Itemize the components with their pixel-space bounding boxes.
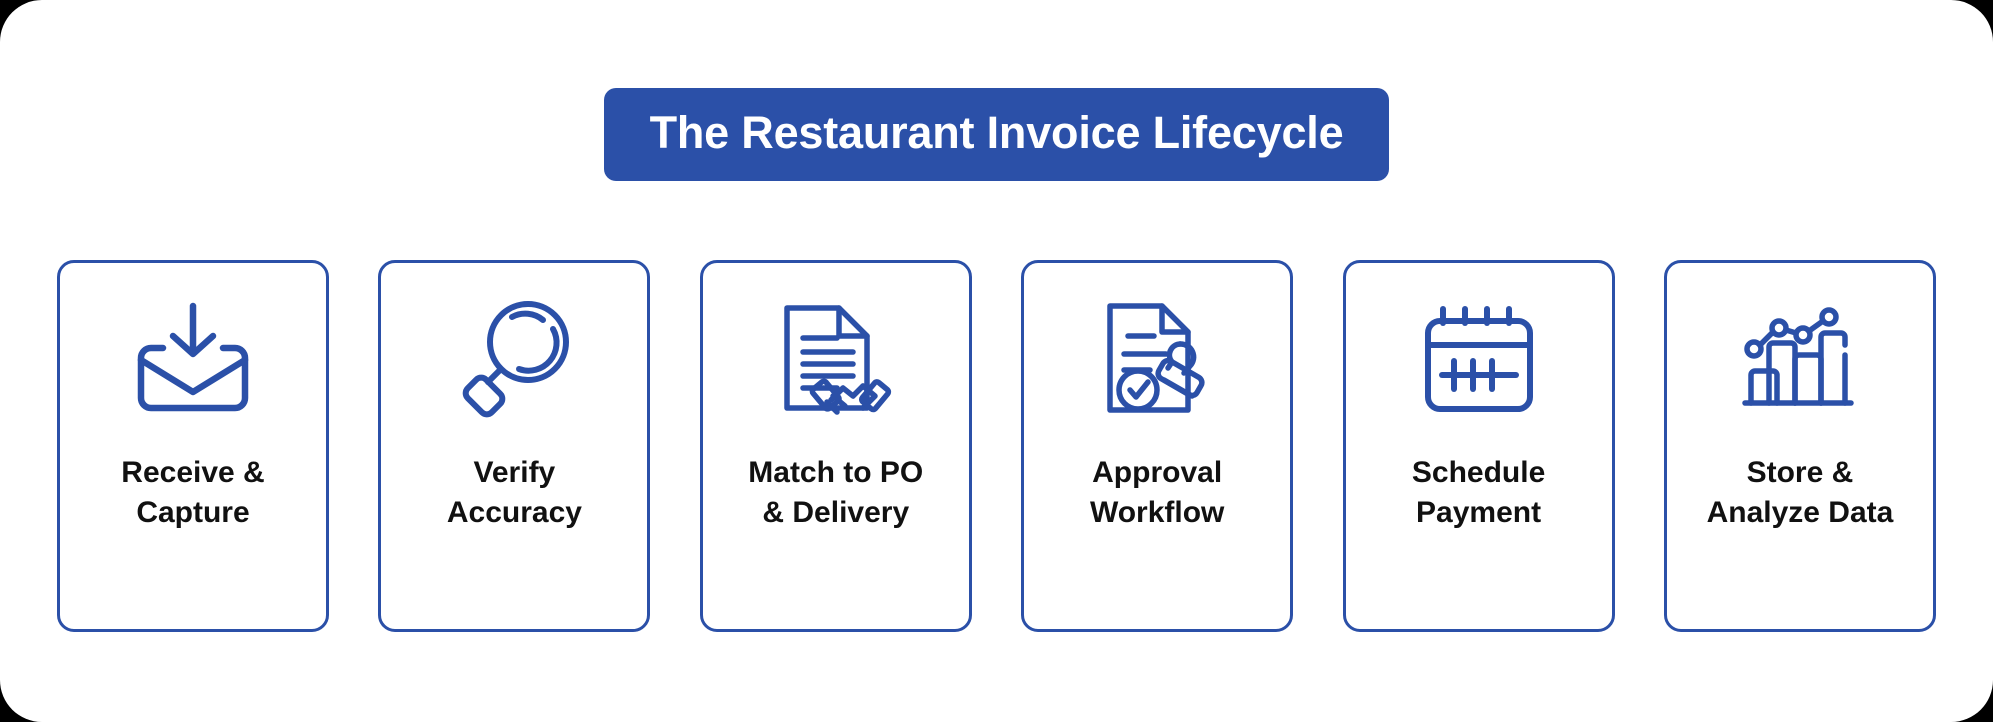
step-card-receive-capture[interactable]: Receive & Capture (57, 260, 329, 632)
document-stamp-approved-icon (1024, 263, 1290, 453)
magnifying-glass-icon (381, 263, 647, 453)
step-card-schedule-payment[interactable]: Schedule Payment (1342, 260, 1615, 632)
step-card-verify-accuracy[interactable]: Verify Accuracy (378, 260, 651, 632)
step-card-match-po-delivery[interactable]: Match to PO & Delivery (699, 260, 972, 632)
step-card-label: Match to PO & Delivery (748, 456, 924, 529)
bar-chart-analytics-icon (1667, 263, 1933, 453)
step-card-label: Approval Workflow (1089, 456, 1225, 529)
page-title: The Restaurant Invoice Lifecycle (649, 107, 1344, 158)
document-handshake-icon (703, 263, 969, 453)
calendar-icon (1346, 263, 1612, 453)
title-banner: The Restaurant Invoice Lifecycle (603, 88, 1390, 181)
step-card-label: Store & Analyze Data (1706, 456, 1894, 529)
lifecycle-steps-row: Receive & Capture Verify Accuracy (57, 260, 1936, 632)
banner-row: The Restaurant Invoice Lifecycle (0, 88, 1993, 181)
envelope-download-icon (60, 263, 326, 453)
step-card-label: Receive & Capture (121, 456, 265, 529)
step-card-label: Schedule Payment (1411, 456, 1546, 529)
step-card-store-analyze-data[interactable]: Store & Analyze Data (1663, 260, 1936, 632)
step-card-approval-workflow[interactable]: Approval Workflow (1021, 260, 1294, 632)
step-card-label: Verify Accuracy (446, 456, 582, 529)
